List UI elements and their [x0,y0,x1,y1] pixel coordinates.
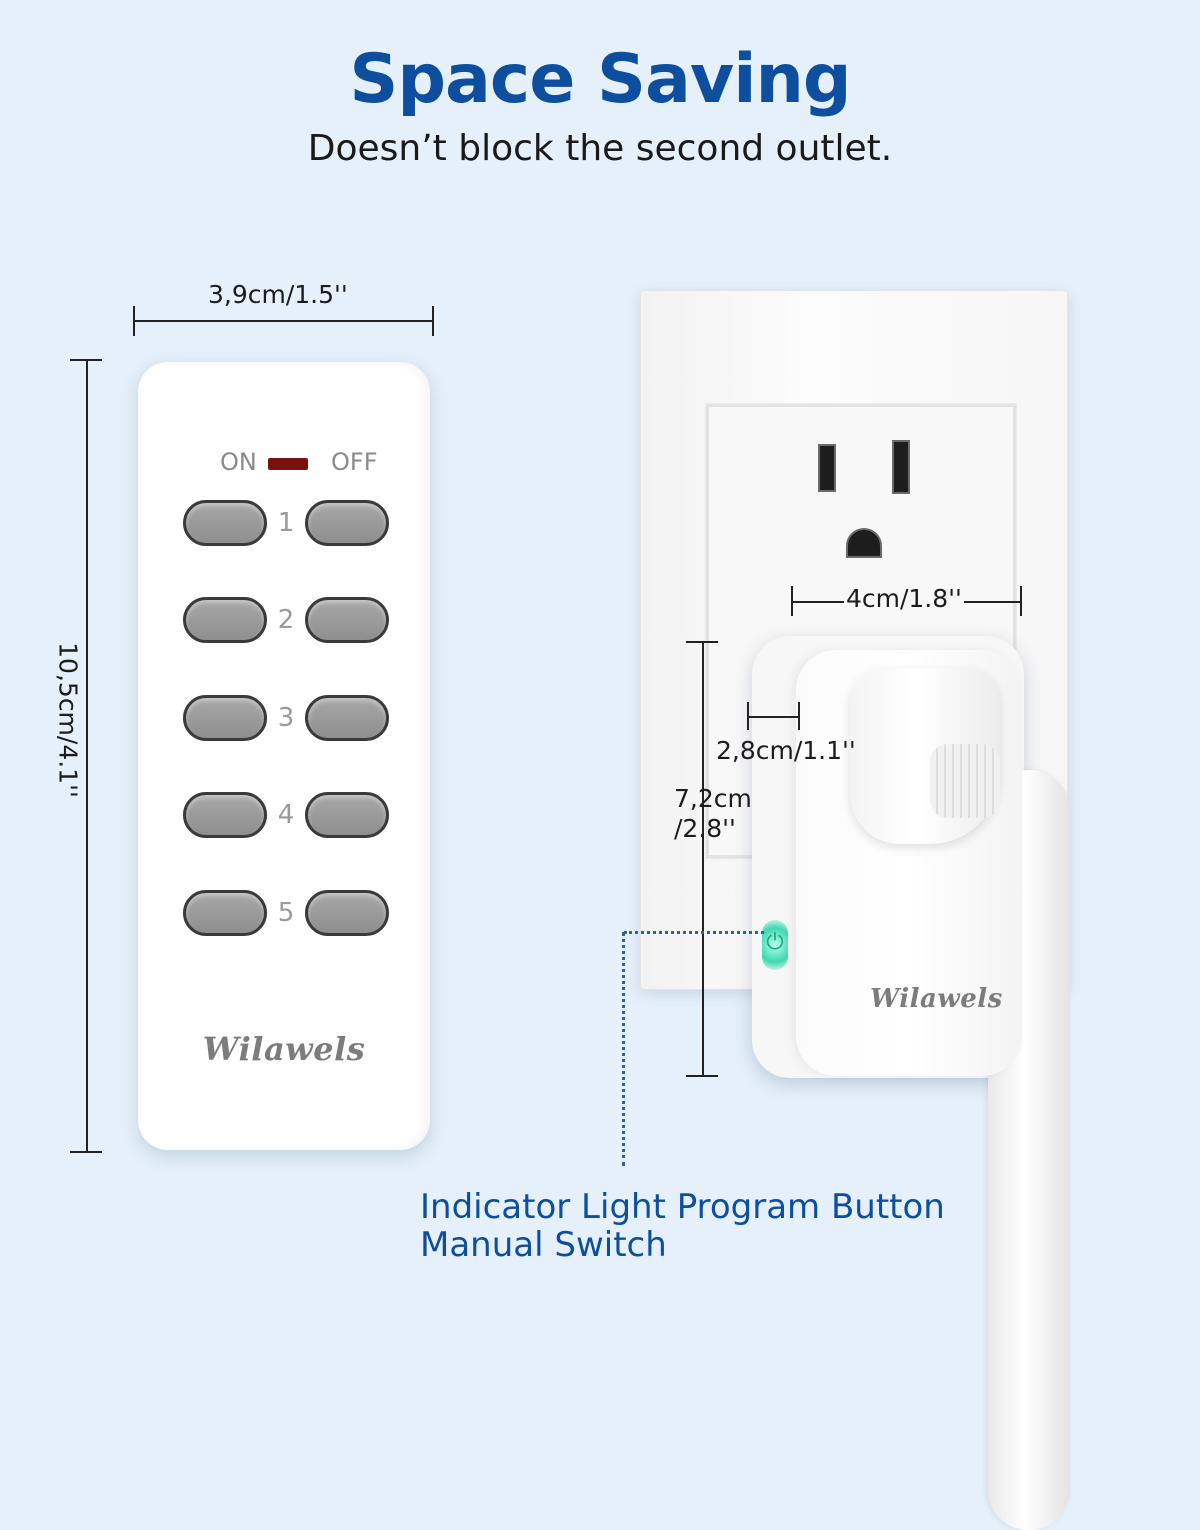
power-icon[interactable]: ⏻ [766,930,784,955]
off-label: OFF [331,448,378,476]
channel-4-off-button[interactable] [305,792,389,838]
channel-1-label: 1 [277,508,295,538]
plug-depth-label: 2,8cm/1.1'' [716,736,856,765]
channel-5-label: 5 [277,898,295,928]
plug-width-label: 4cm/1.8'' [846,584,962,613]
channel-5-off-button[interactable] [305,890,389,936]
plug-height-line [702,642,704,1076]
outlet-ground-hole [846,528,882,558]
plug-depth-tick-right [798,702,800,730]
plug-brand-logo: Wilawels [870,984,1003,1014]
channel-4-label: 4 [277,800,295,830]
channel-1-on-button[interactable] [183,500,267,546]
plug-height-label-line1: 7,2cm [674,784,752,813]
remote-control: ON OFF 1 2 3 4 5 Wilawels [138,362,430,1150]
on-label: ON [220,448,257,476]
channel-2-label: 2 [277,605,295,635]
remote-height-tick-top [70,359,102,361]
channel-4-on-button[interactable] [183,792,267,838]
channel-2-off-button[interactable] [305,597,389,643]
channel-3-label: 3 [277,703,295,733]
feature-line-1: Indicator Light Program Button [420,1187,945,1227]
callout-line-vertical [622,932,625,1166]
feature-callout: Indicator Light Program Button Manual Sw… [420,1188,945,1264]
plug-width-line-right [964,601,1022,603]
channel-1-off-button[interactable] [305,500,389,546]
remote-brand-logo: Wilawels [202,1030,366,1068]
plug-height-label-line2: /2.8'' [674,814,736,843]
callout-line-horizontal [624,931,764,934]
plug-height-tick-bottom [686,1075,718,1077]
plug-width-tick-right [1020,586,1022,616]
remote-height-label: 10,5cm/4.1'' [53,642,83,798]
plug-height-label: 7,2cm /2.8'' [674,784,752,844]
remote-height-tick-bottom [70,1151,102,1153]
plug-width-tick-left [791,586,793,616]
outlet-slot-right [892,440,910,494]
indicator-light[interactable] [762,920,788,970]
plug-width-line-left [792,601,844,603]
outlet-slot-left [818,444,836,492]
remote-led [268,458,308,470]
remote-width-tick-right [432,306,434,336]
remote-width-tick-left [133,306,135,336]
channel-3-off-button[interactable] [305,695,389,741]
page-title: Space Saving [349,40,851,119]
remote-width-label: 3,9cm/1.5'' [208,280,348,309]
remote-width-line [134,320,434,322]
feature-line-2: Manual Switch [420,1225,667,1265]
cord-strain-relief [930,744,1000,818]
channel-5-on-button[interactable] [183,890,267,936]
plug-depth-line [748,716,800,718]
channel-2-on-button[interactable] [183,597,267,643]
plug-height-tick-top [686,641,718,643]
channel-3-on-button[interactable] [183,695,267,741]
page-subtitle: Doesn’t block the second outlet. [307,128,893,169]
plug-depth-tick-left [747,702,749,730]
remote-height-line [86,360,88,1152]
